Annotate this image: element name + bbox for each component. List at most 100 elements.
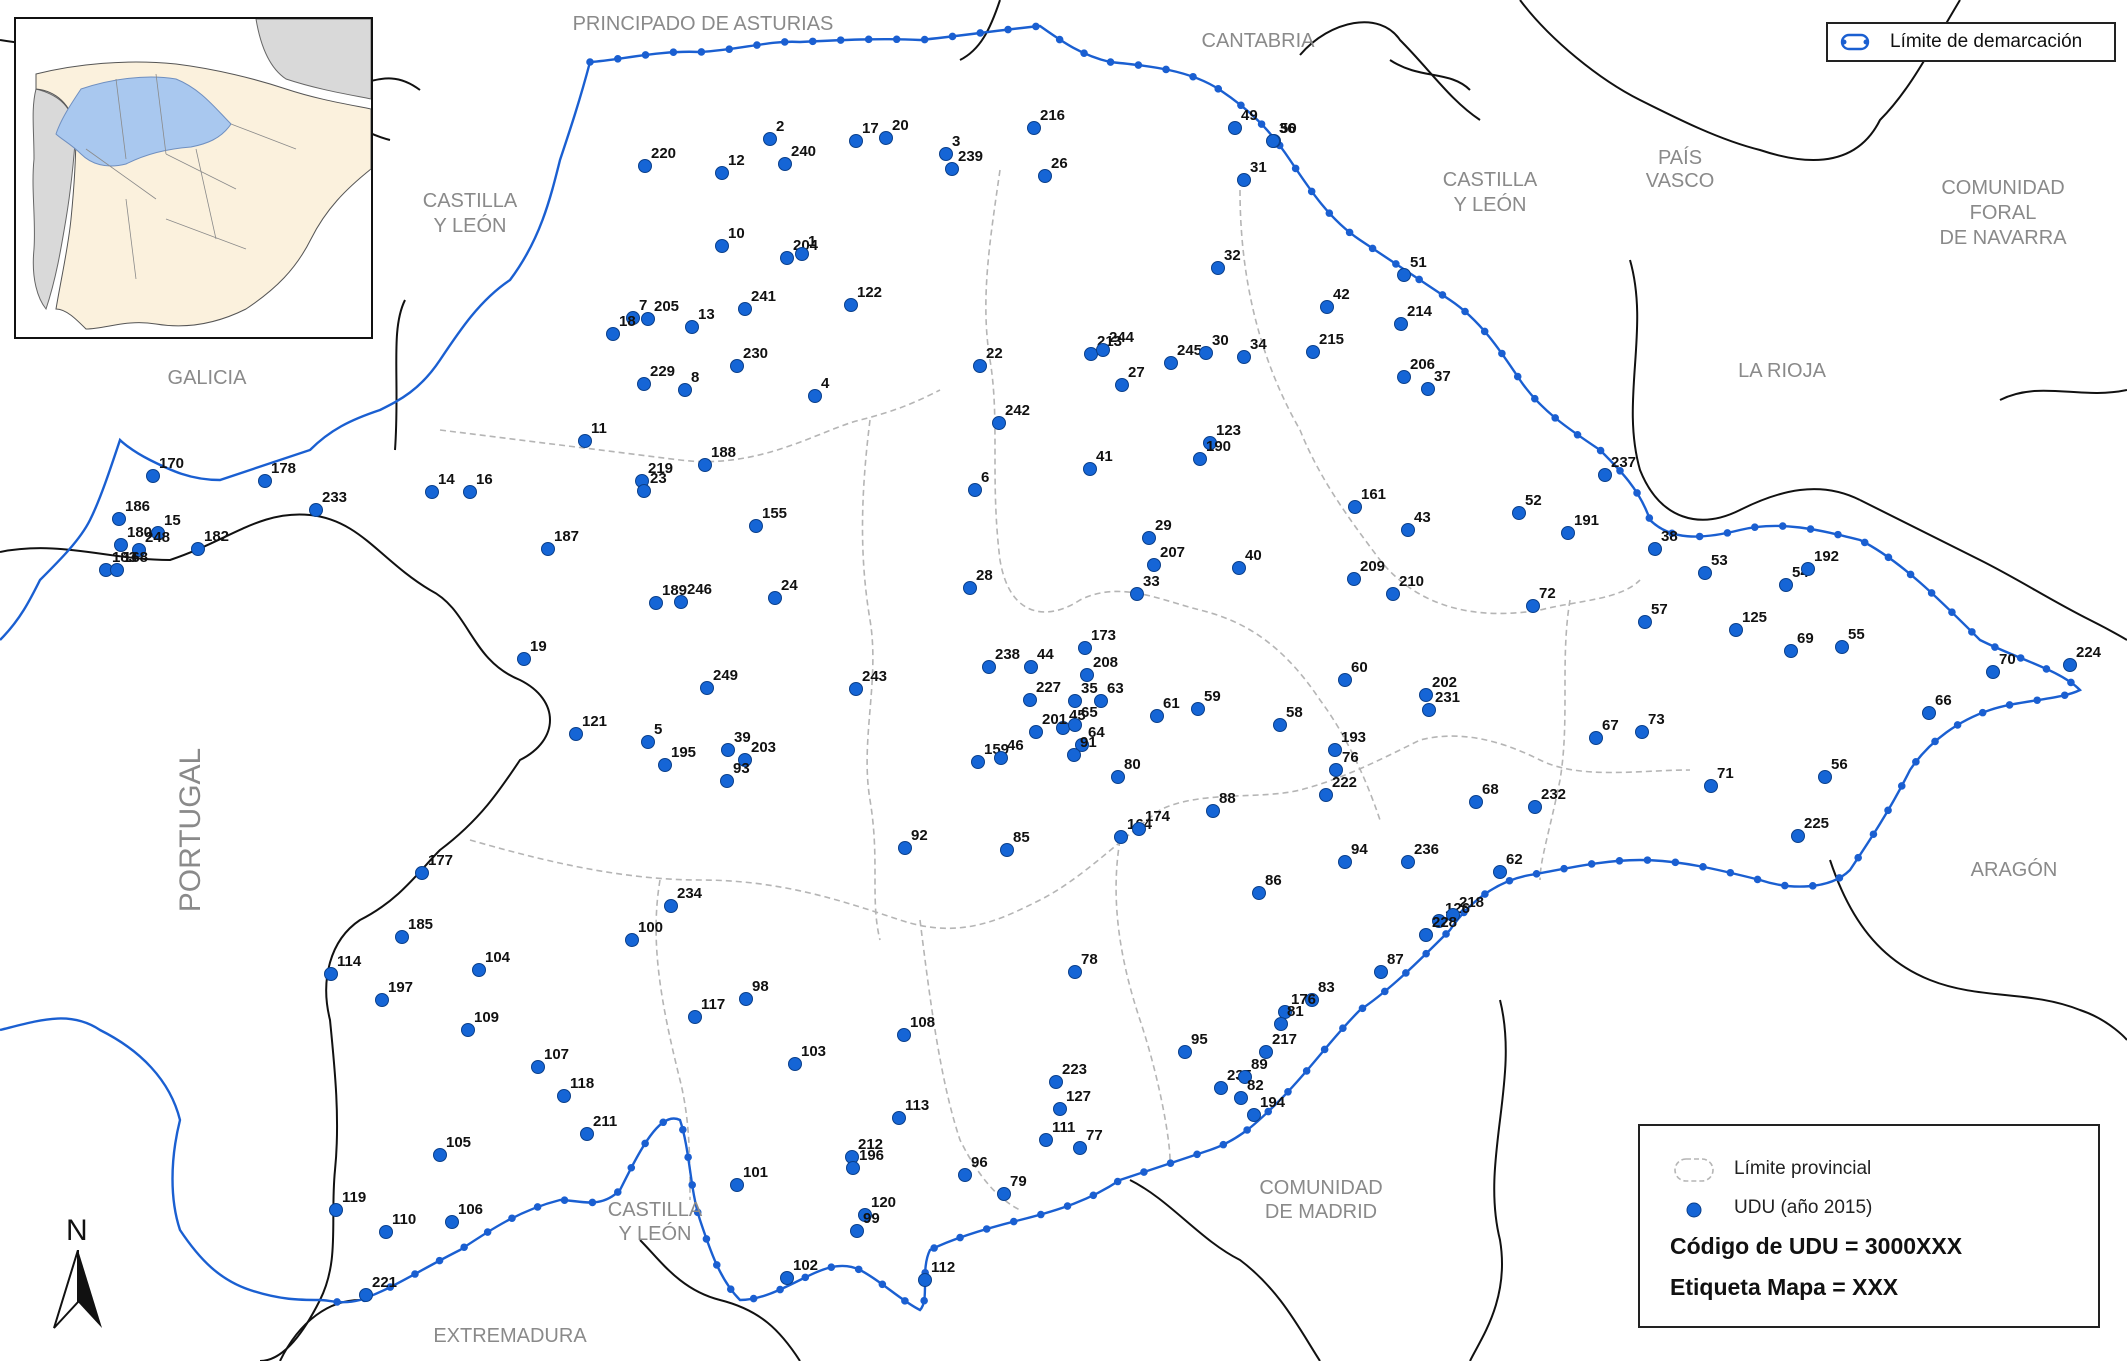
udu-point[interactable]: 39 <box>721 729 751 757</box>
udu-marker[interactable] <box>700 681 714 695</box>
udu-point[interactable]: 188 <box>698 444 737 472</box>
udu-point[interactable]: 248 <box>132 529 171 557</box>
udu-marker[interactable] <box>1203 436 1217 450</box>
udu-point[interactable]: 58 <box>1273 704 1303 732</box>
udu-marker[interactable] <box>1024 660 1038 674</box>
udu-point[interactable]: 223 <box>1049 1061 1088 1089</box>
udu-point[interactable]: 112 <box>918 1259 956 1287</box>
udu-point[interactable]: 168 <box>110 549 149 577</box>
udu-point[interactable]: 27 <box>1115 364 1145 392</box>
udu-point[interactable]: 173 <box>1078 627 1117 655</box>
udu-point[interactable]: 22 <box>973 345 1003 373</box>
udu-marker[interactable] <box>625 933 639 947</box>
udu-marker[interactable] <box>1401 855 1415 869</box>
udu-point[interactable]: 120 <box>858 1194 897 1222</box>
udu-point[interactable]: 209 <box>1347 558 1386 586</box>
udu-marker[interactable] <box>721 743 735 757</box>
udu-point[interactable]: 108 <box>897 1014 936 1042</box>
udu-marker[interactable] <box>1164 356 1178 370</box>
udu-marker[interactable] <box>738 302 752 316</box>
udu-marker[interactable] <box>768 591 782 605</box>
udu-point[interactable]: 96 <box>958 1154 988 1182</box>
udu-marker[interactable] <box>1779 578 1793 592</box>
udu-marker[interactable] <box>1053 1102 1067 1116</box>
udu-marker[interactable] <box>1704 779 1718 793</box>
udu-marker[interactable] <box>578 434 592 448</box>
udu-point[interactable]: 6 <box>968 469 990 497</box>
udu-marker[interactable] <box>309 503 323 517</box>
udu-point[interactable]: 187 <box>541 528 580 556</box>
udu-point[interactable]: 67 <box>1589 717 1619 745</box>
udu-marker[interactable] <box>1078 641 1092 655</box>
udu-marker[interactable] <box>1698 566 1712 580</box>
udu-point[interactable]: 100 <box>625 919 664 947</box>
udu-point[interactable]: 2 <box>763 118 785 146</box>
udu-point[interactable]: 241 <box>738 288 777 316</box>
udu-marker[interactable] <box>720 774 734 788</box>
udu-point[interactable]: 215 <box>1306 331 1345 359</box>
udu-marker[interactable] <box>1835 640 1849 654</box>
udu-marker[interactable] <box>1237 173 1251 187</box>
udu-point[interactable]: 216 <box>1027 107 1066 135</box>
udu-point[interactable]: 180 <box>114 524 153 552</box>
udu-marker[interactable] <box>1132 822 1146 836</box>
udu-point[interactable]: 244 <box>1096 329 1135 357</box>
udu-marker[interactable] <box>808 389 822 403</box>
udu-marker[interactable] <box>379 1225 393 1239</box>
udu-marker[interactable] <box>415 866 429 880</box>
udu-marker[interactable] <box>191 542 205 556</box>
udu-point[interactable]: 32 <box>1211 247 1241 275</box>
udu-point[interactable]: 42 <box>1320 286 1350 314</box>
udu-point[interactable]: 101 <box>730 1164 769 1192</box>
udu-point[interactable]: 46 <box>994 737 1024 765</box>
udu-point[interactable]: 56 <box>1818 756 1848 784</box>
udu-point[interactable]: 242 <box>992 402 1031 430</box>
udu-marker[interactable] <box>997 1187 1011 1201</box>
udu-marker[interactable] <box>945 162 959 176</box>
udu-marker[interactable] <box>425 485 439 499</box>
udu-marker[interactable] <box>132 543 146 557</box>
udu-marker[interactable] <box>114 538 128 552</box>
udu-point[interactable]: 182 <box>191 528 230 556</box>
udu-point[interactable]: 80 <box>1111 756 1141 784</box>
udu-marker[interactable] <box>788 1057 802 1071</box>
udu-marker[interactable] <box>1237 350 1251 364</box>
udu-marker[interactable] <box>1068 718 1082 732</box>
udu-marker[interactable] <box>739 992 753 1006</box>
udu-marker[interactable] <box>1493 865 1507 879</box>
udu-point[interactable]: 177 <box>415 852 454 880</box>
udu-marker[interactable] <box>795 247 809 261</box>
udu-point[interactable]: 62 <box>1493 851 1523 879</box>
udu-marker[interactable] <box>1247 1108 1261 1122</box>
udu-marker[interactable] <box>324 967 338 981</box>
udu-marker[interactable] <box>1401 523 1415 537</box>
udu-point[interactable]: 170 <box>146 455 185 483</box>
udu-point[interactable]: 64 <box>1075 724 1106 752</box>
udu-marker[interactable] <box>1075 738 1089 752</box>
udu-marker[interactable] <box>849 134 863 148</box>
udu-marker[interactable] <box>688 1010 702 1024</box>
udu-point[interactable]: 207 <box>1147 544 1186 572</box>
udu-point[interactable]: 77 <box>1073 1127 1103 1155</box>
udu-marker[interactable] <box>1801 562 1815 576</box>
udu-marker[interactable] <box>982 660 996 674</box>
udu-point[interactable]: 105 <box>433 1134 472 1162</box>
udu-point[interactable]: 52 <box>1512 492 1542 520</box>
udu-point[interactable]: 161 <box>1348 486 1387 514</box>
udu-marker[interactable] <box>898 841 912 855</box>
udu-point[interactable]: 16 <box>463 471 493 499</box>
udu-marker[interactable] <box>1791 829 1805 843</box>
udu-point[interactable]: 61 <box>1150 695 1180 723</box>
udu-point[interactable]: 55 <box>1835 626 1865 654</box>
udu-point[interactable]: 57 <box>1638 601 1668 629</box>
udu-point[interactable]: 91 <box>1067 734 1097 762</box>
udu-marker[interactable] <box>1394 317 1408 331</box>
udu-marker[interactable] <box>637 484 651 498</box>
udu-marker[interactable] <box>541 542 555 556</box>
udu-marker[interactable] <box>846 1161 860 1175</box>
udu-marker[interactable] <box>641 312 655 326</box>
udu-marker[interactable] <box>1421 382 1435 396</box>
udu-point[interactable]: 94 <box>1338 841 1369 869</box>
udu-point[interactable]: 53 <box>1698 552 1728 580</box>
